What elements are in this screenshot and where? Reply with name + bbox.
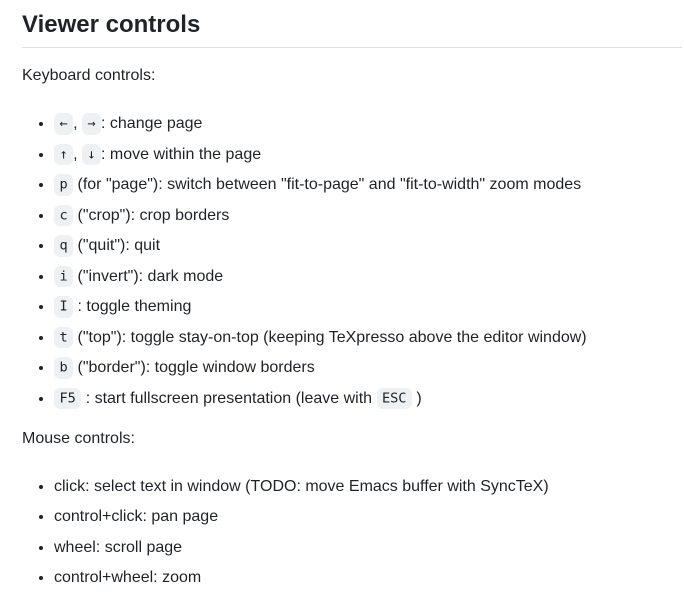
list-item: i ("invert"): dark mode xyxy=(54,265,682,289)
viewer-controls-doc: Viewer controls Keyboard controls: ←, →:… xyxy=(22,10,682,590)
keyboard-controls-heading: Keyboard controls: xyxy=(22,67,156,84)
key-badge: b xyxy=(54,357,74,379)
list-item: F5 : start fullscreen presentation (leav… xyxy=(54,387,682,411)
page-title: Viewer controls xyxy=(22,10,682,48)
list-item: c ("crop"): crop borders xyxy=(54,204,682,228)
list-item: b ("border"): toggle window borders xyxy=(54,356,682,380)
key-badge: ↓ xyxy=(81,143,102,166)
key-badge: → xyxy=(81,113,102,135)
key-badge: F5 xyxy=(54,387,82,410)
key-badge: p xyxy=(54,174,74,196)
key-badge: ↑ xyxy=(54,143,74,166)
list-item: p (for "page"): switch between "fit-to-p… xyxy=(54,173,682,197)
mouse-controls-heading: Mouse controls: xyxy=(22,429,135,447)
key-badge: ESC xyxy=(376,387,412,410)
list-item: ↑, ↓: move within the page xyxy=(54,143,682,167)
list-item: click: select text in window (TODO: move… xyxy=(54,475,682,499)
list-item: ←, →: change page xyxy=(54,112,682,136)
list-item: control+wheel: zoom xyxy=(54,566,682,590)
list-item: control+click: pan page xyxy=(54,505,682,529)
list-item: I : toggle theming xyxy=(54,295,682,319)
key-badge: i xyxy=(54,265,74,288)
list-item: q ("quit"): quit xyxy=(54,234,682,258)
key-badge: t xyxy=(54,326,74,349)
key-badge: I xyxy=(54,296,74,318)
mouse-controls-list: click: select text in window (TODO: move… xyxy=(22,475,682,591)
key-badge: ← xyxy=(54,113,74,135)
keyboard-controls-list: ←, →: change page ↑, ↓: move within the p… xyxy=(22,112,682,411)
key-badge: c xyxy=(54,204,74,227)
list-item: t ("top"): toggle stay-on-top (keeping T… xyxy=(54,326,682,350)
key-badge: q xyxy=(54,235,74,257)
list-item: wheel: scroll page xyxy=(54,536,682,560)
